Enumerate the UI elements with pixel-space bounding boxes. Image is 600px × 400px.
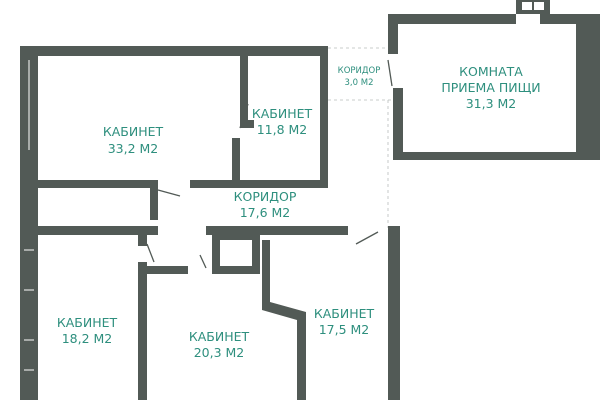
walls — [20, 0, 600, 400]
room-label-corridor-small-name: КОРИДОР — [338, 66, 381, 76]
room-label-cabinet-c-name: КАБИНЕТ — [57, 315, 118, 330]
room-label-cabinet-d-area: 20,3 М2 — [194, 345, 245, 360]
door-corridor-small — [387, 59, 393, 87]
dining-wall-bottom — [393, 152, 600, 160]
room-label-cabinet-b-area: 11,8 М2 — [257, 122, 308, 137]
wall-cabinet-e-right — [388, 226, 400, 400]
dining-wall-left-bottom — [393, 88, 403, 160]
partition-cabinet-a-b — [240, 56, 248, 126]
wall-cabinet-c-top-stub — [138, 232, 147, 246]
column-center-bottom — [212, 266, 260, 274]
wall-mid-center — [206, 226, 348, 235]
wall-cabinet-d-top — [138, 266, 188, 274]
room-label-cabinet-b-name: КАБИНЕТ — [252, 106, 313, 121]
partition-cabinet-a-b-lower — [232, 138, 240, 186]
room-label-corridor-main-name: КОРИДОР — [234, 189, 297, 204]
doors — [146, 59, 393, 269]
room-label-corridor-main-area: 17,6 М2 — [240, 205, 291, 220]
column-center — [212, 232, 220, 272]
door-cabinet-e — [355, 231, 379, 245]
room-label-cabinet-d-name: КАБИНЕТ — [189, 329, 250, 344]
room-label-cabinet-a-name: КАБИНЕТ — [103, 124, 164, 139]
door-cabinet-b — [239, 103, 249, 129]
wall-cabinet-c-right — [138, 262, 147, 400]
wall-cabinet-d-e — [262, 240, 306, 400]
room-label-dining-line1: КОМНАТА — [459, 64, 523, 79]
room-label-cabinet-e-area: 17,5 М2 — [319, 322, 370, 337]
dining-wall-right — [576, 24, 600, 160]
room-label-dining-line2: ПРИЕМА ПИЩИ — [441, 80, 540, 95]
corner-box-slot-1 — [522, 2, 532, 10]
bottom-wall-top-rooms-right — [190, 180, 328, 188]
door-cabinet-d — [199, 254, 207, 269]
partition-stub — [240, 120, 254, 128]
dining-wall-top-right — [540, 14, 600, 24]
dining-wall-left-top — [388, 14, 398, 54]
wall-top-right — [320, 46, 328, 186]
windows — [24, 60, 34, 371]
room-label-corridor-small-area: 3,0 М2 — [345, 78, 374, 88]
door-cabinet-c — [146, 243, 155, 263]
door-jamb-left — [150, 180, 158, 220]
corner-box-slot-2 — [534, 2, 544, 10]
room-label-cabinet-e-name: КАБИНЕТ — [314, 306, 375, 321]
wall-mid-left — [38, 226, 158, 235]
outer-left-wall — [20, 46, 38, 400]
door-cabinet-a — [157, 189, 181, 197]
dashed-boundaries — [328, 47, 392, 228]
corner-box — [516, 0, 550, 14]
column-center-right — [252, 232, 260, 272]
dining-wall-top — [388, 14, 516, 24]
room-label-cabinet-a-area: 33,2 М2 — [108, 141, 159, 156]
labels: КАБИНЕТ 33,2 М2 КАБИНЕТ 11,8 М2 КОРИДОР … — [57, 64, 541, 360]
room-label-dining-area: 31,3 М2 — [466, 96, 517, 111]
column-center-top — [212, 232, 258, 240]
bottom-wall-top-rooms-left — [38, 180, 150, 188]
top-wall — [20, 46, 328, 56]
room-label-cabinet-c-area: 18,2 М2 — [62, 331, 113, 346]
